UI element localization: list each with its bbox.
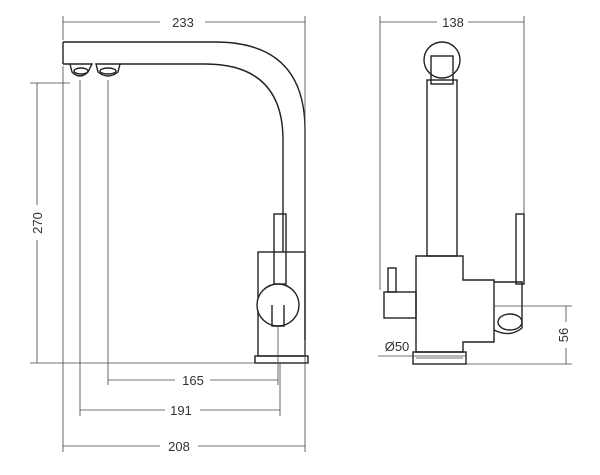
- front-dim-138: 138: [379, 15, 525, 290]
- front-spout-face: [430, 55, 454, 85]
- side-lever: [273, 213, 287, 285]
- dim-label-270: 270: [30, 212, 45, 234]
- side-base: [254, 355, 309, 364]
- side-handle-knob: [256, 283, 300, 327]
- dim-label-191: 191: [170, 403, 192, 418]
- side-dim-191: 191: [79, 80, 281, 418]
- front-dim-diameter-50: Ø50: [378, 339, 466, 357]
- dim-label-138: 138: [442, 15, 464, 30]
- side-dim-165: 165: [107, 80, 279, 388]
- side-dim-270: 270: [30, 82, 255, 364]
- dim-label-208: 208: [168, 439, 190, 454]
- side-dim-208: 208: [62, 66, 306, 454]
- dim-label-diameter-50: Ø50: [385, 339, 410, 354]
- front-view: 138 56 Ø50: [378, 15, 572, 365]
- side-aerator-1-cap: [73, 67, 89, 75]
- side-view: 233 270 165 191 208: [30, 15, 309, 454]
- side-spout-top-edge: [63, 41, 306, 340]
- front-side-knob-pin: [387, 267, 397, 293]
- dim-label-233: 233: [172, 15, 194, 30]
- front-handle: [493, 281, 523, 335]
- front-spout-top: [423, 41, 461, 79]
- front-handle-end: [497, 313, 523, 331]
- dim-label-165: 165: [182, 373, 204, 388]
- dim-label-56: 56: [556, 328, 571, 342]
- front-spout-column: [426, 79, 458, 257]
- front-dim-56: 56: [466, 305, 572, 365]
- side-spout-bottom-edge: [63, 63, 284, 252]
- side-dim-233: 233: [62, 15, 306, 340]
- front-side-knob: [383, 291, 417, 319]
- front-base: [412, 351, 467, 365]
- front-body: [415, 255, 495, 353]
- side-aerator-2-cap: [99, 67, 117, 75]
- front-lever: [515, 213, 525, 285]
